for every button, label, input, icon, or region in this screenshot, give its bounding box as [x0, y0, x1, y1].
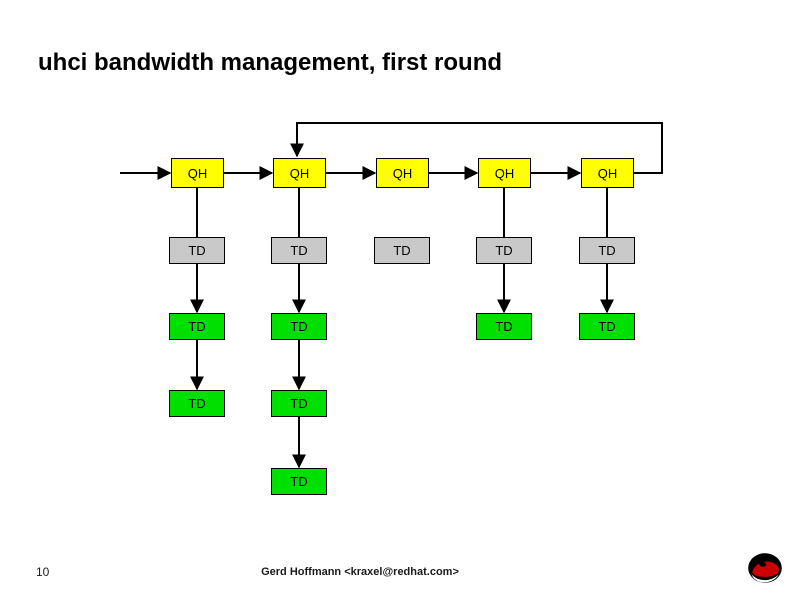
td-node-c4-r1[interactable]: TD [476, 237, 532, 264]
td-node-c1-r1[interactable]: TD [169, 237, 225, 264]
qh-node-1[interactable]: QH [171, 158, 224, 188]
page-number: 10 [36, 565, 50, 579]
qh-node-5[interactable]: QH [581, 158, 634, 188]
td-node-c1-r2[interactable]: TD [169, 313, 225, 340]
td-node-c2-r3[interactable]: TD [271, 390, 327, 417]
td-node-c3-r1[interactable]: TD [374, 237, 430, 264]
qh-node-4[interactable]: QH [478, 158, 531, 188]
td-node-c1-r3[interactable]: TD [169, 390, 225, 417]
td-node-c2-r4[interactable]: TD [271, 468, 327, 495]
td-node-c2-r2[interactable]: TD [271, 313, 327, 340]
td-node-c5-r1[interactable]: TD [579, 237, 635, 264]
td-node-c5-r2[interactable]: TD [579, 313, 635, 340]
author-credit: Gerd Hoffmann <kraxel@redhat.com> [261, 566, 459, 578]
td-node-c4-r2[interactable]: TD [476, 313, 532, 340]
feedback-loop-arrow [290, 122, 663, 174]
td-node-c2-r1[interactable]: TD [271, 237, 327, 264]
qh-node-3[interactable]: QH [376, 158, 429, 188]
page-title: uhci bandwidth management, first round [38, 49, 503, 76]
qh-node-2[interactable]: QH [273, 158, 326, 188]
redhat-shadowman-logo [748, 553, 782, 583]
